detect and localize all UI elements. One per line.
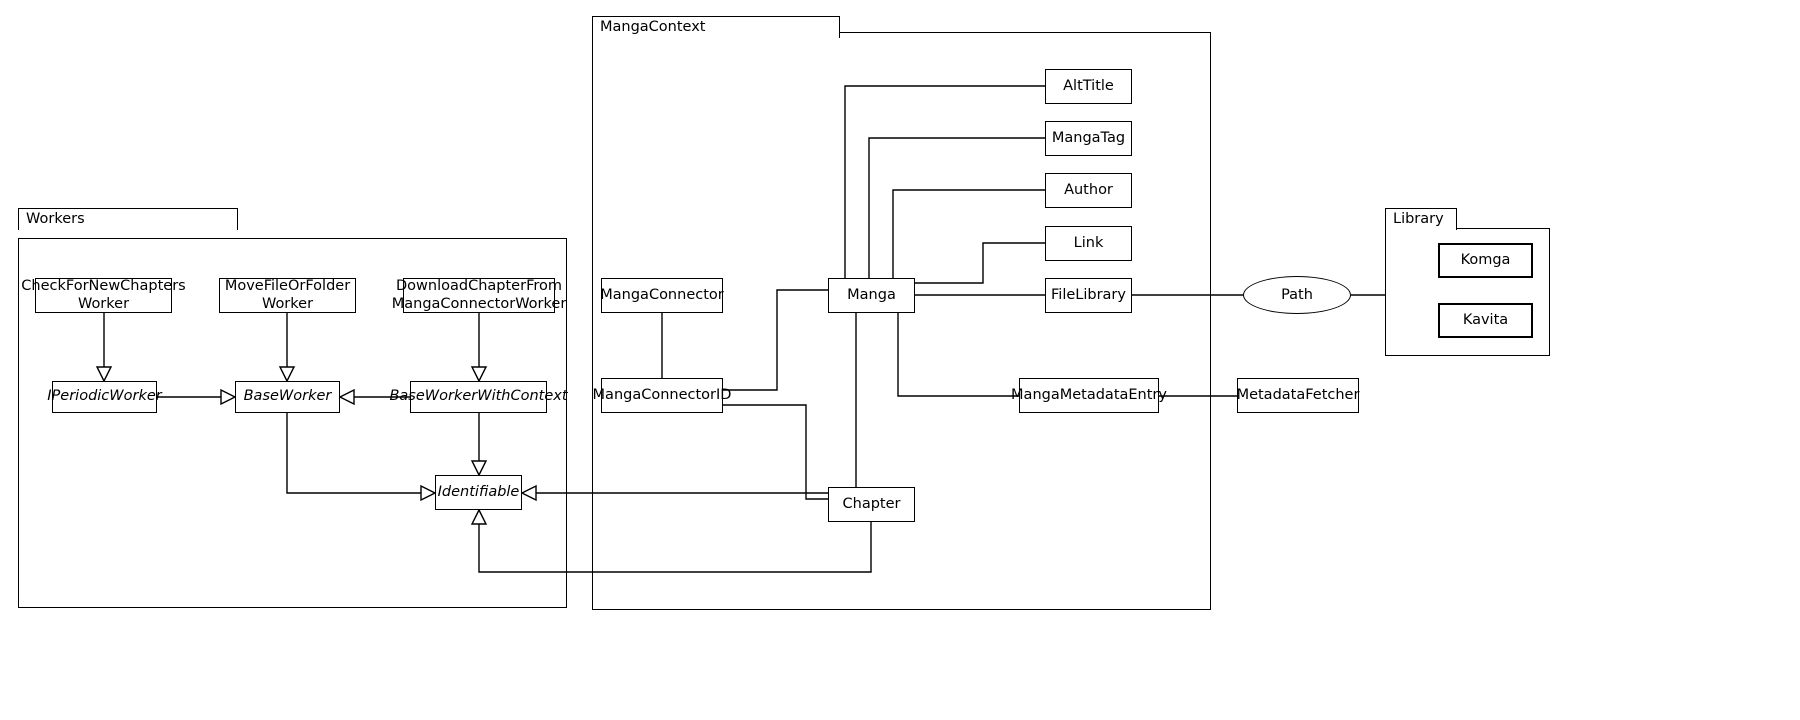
package-mangacontext	[592, 32, 1211, 610]
package-workers	[18, 238, 567, 608]
class-filelibrary[interactable]: FileLibrary	[1045, 278, 1132, 313]
class-alttitle[interactable]: AltTitle	[1045, 69, 1132, 104]
package-mangacontext-label-tab: MangaContext	[592, 16, 840, 38]
class-link[interactable]: Link	[1045, 226, 1132, 261]
class-movefileorfolderworker[interactable]: MoveFileOrFolder Worker	[219, 278, 356, 313]
class-identifiable[interactable]: Identifiable	[435, 475, 522, 510]
class-manga[interactable]: Manga	[828, 278, 915, 313]
class-metadatafetcher[interactable]: MetadataFetcher	[1237, 378, 1359, 413]
class-mangaconnector[interactable]: MangaConnector	[600, 278, 724, 313]
class-checkfornewchaptersworker[interactable]: CheckForNewChapters Worker	[21, 278, 186, 313]
class-chapter[interactable]: Chapter	[828, 487, 915, 522]
class-iperiodicworker[interactable]: IPeriodicWorker	[47, 381, 162, 413]
class-kavita[interactable]: Kavita	[1438, 303, 1533, 338]
package-library-label-tab: Library	[1385, 208, 1457, 230]
class-mangatag[interactable]: MangaTag	[1045, 121, 1132, 156]
class-mangametadataentry[interactable]: MangaMetadataEntry	[1011, 378, 1167, 413]
class-author[interactable]: Author	[1045, 173, 1132, 208]
package-workers-label: Workers	[26, 211, 85, 228]
class-baseworkerwithcontext[interactable]: BaseWorkerWithContext	[389, 381, 568, 413]
package-library-label: Library	[1393, 211, 1444, 228]
node-path[interactable]: Path	[1243, 276, 1351, 314]
class-baseworker[interactable]: BaseWorker	[235, 381, 340, 413]
package-library	[1385, 228, 1550, 356]
class-mangaconnectorid[interactable]: MangaConnectorID	[593, 378, 731, 413]
class-komga[interactable]: Komga	[1438, 243, 1533, 278]
package-mangacontext-label: MangaContext	[600, 19, 706, 36]
package-workers-label-tab: Workers	[18, 208, 238, 230]
class-downloadchapterfrommangaconnectorworker[interactable]: DownloadChapterFrom MangaConnectorWorker	[391, 278, 567, 313]
